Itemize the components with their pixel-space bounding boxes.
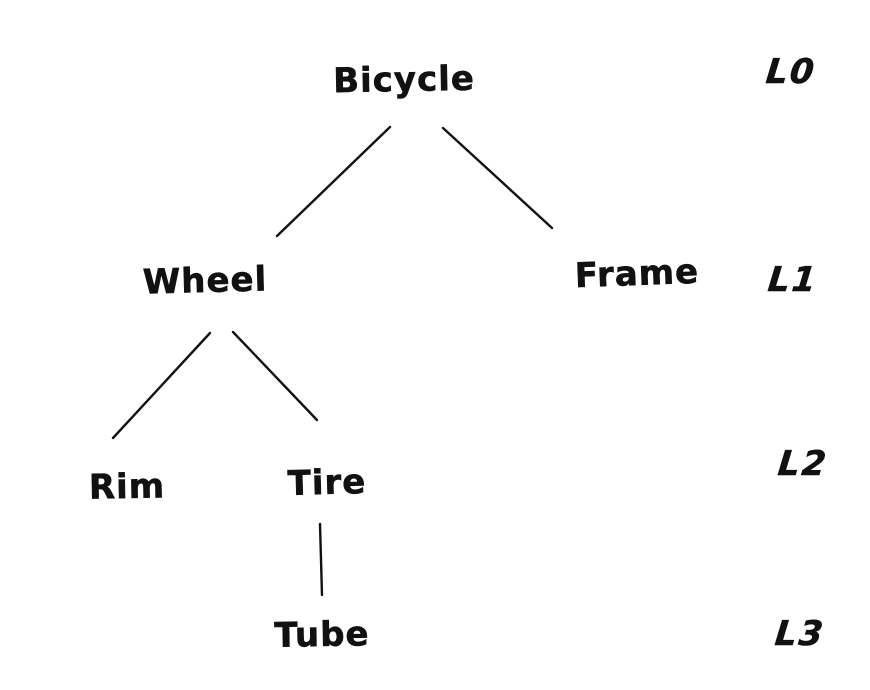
- edge-bicycle-wheel: [275, 125, 392, 238]
- level-label-l3: L3: [773, 614, 827, 655]
- node-tire: Tire: [287, 461, 367, 505]
- node-rim: Rim: [88, 466, 166, 508]
- node-tube: Tube: [274, 614, 370, 656]
- level-label-l0: L0: [764, 52, 818, 93]
- level-label-l2: L2: [776, 444, 830, 485]
- node-bicycle: Bicycle: [332, 58, 476, 102]
- node-frame: Frame: [574, 251, 700, 297]
- edge-bicycle-frame: [441, 126, 554, 230]
- edge-wheel-tire: [231, 330, 319, 422]
- level-label-l1: L1: [766, 260, 820, 301]
- edge-wheel-rim: [111, 331, 212, 440]
- edge-tire-tube: [318, 522, 324, 597]
- node-wheel: Wheel: [142, 259, 268, 303]
